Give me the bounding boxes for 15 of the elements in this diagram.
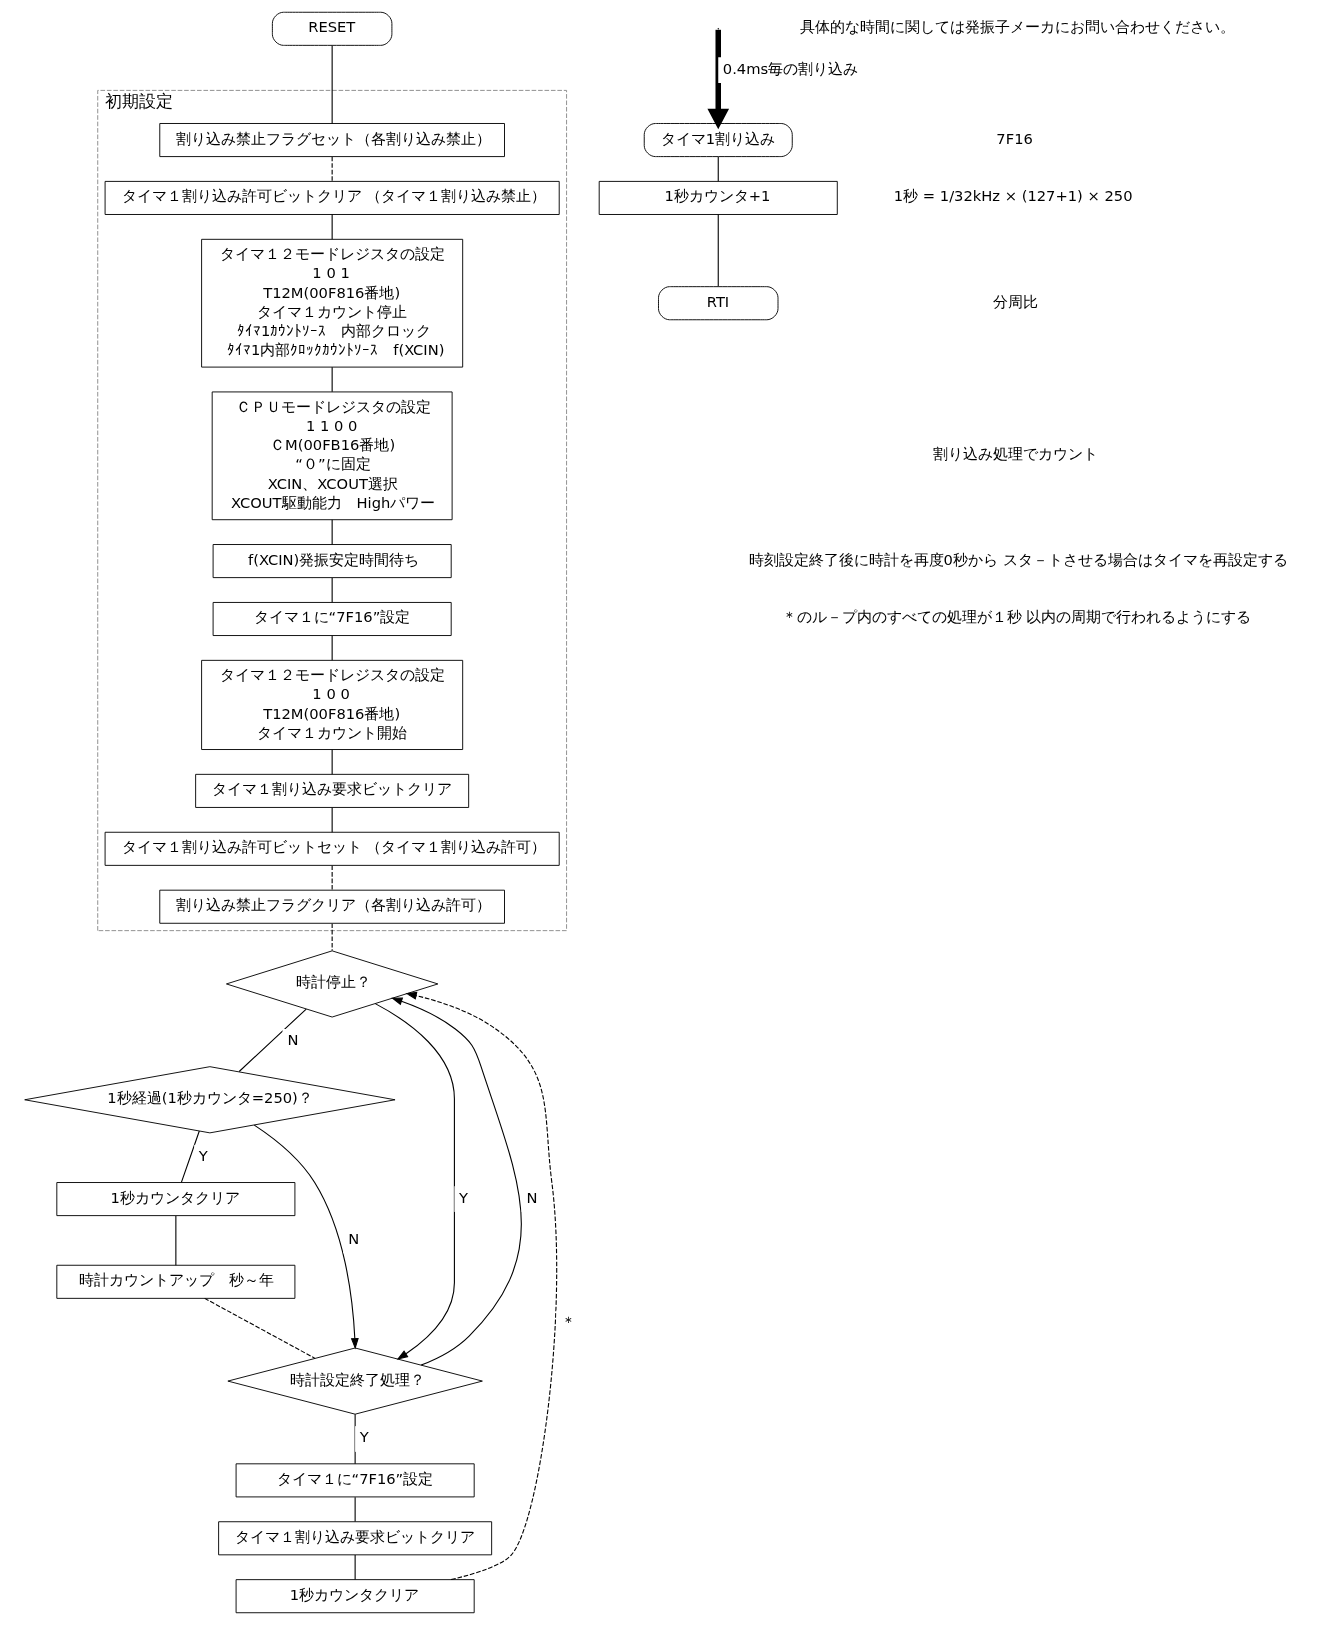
label: 1秒 = 1/32kHz × (127+1) × 250 — [893, 187, 1133, 205]
label: 時刻設定終了後に時計を再度0秒から スタ－トさせる場合はタイマを再設定する — [748, 550, 1288, 568]
edge-label: Y — [458, 1188, 468, 1206]
edge-label: ＊ — [560, 1312, 576, 1330]
edge-label: 0.4ms毎の割り込み — [722, 59, 858, 77]
label: 分周比 — [992, 292, 1038, 310]
edge-label: N — [287, 1031, 299, 1049]
label: ＊のル－プ内のすべての処理が１秒 以内の周期で行われるようにする — [781, 608, 1251, 626]
edge-label: Y — [198, 1147, 208, 1165]
label: 7F16 — [995, 129, 1033, 147]
label: 具体的な時間に関しては発振子メーカにお問い合わせください。 — [799, 18, 1235, 36]
edge-label: Y — [359, 1428, 369, 1446]
edge-label: N — [347, 1229, 359, 1247]
label: 割り込み処理でカウント — [932, 445, 1098, 463]
edge-label: N — [526, 1188, 538, 1206]
